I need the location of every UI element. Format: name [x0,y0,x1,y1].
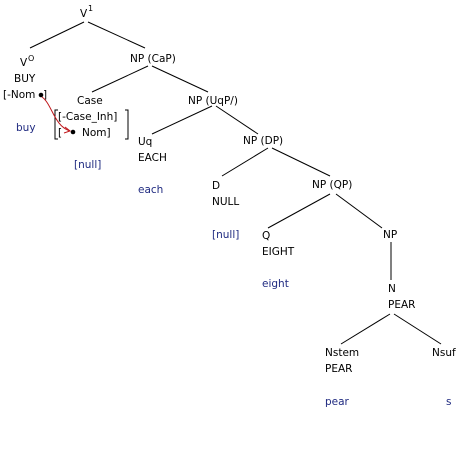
node-d-head: NULL [212,196,239,208]
node-uq-label: Uq [138,136,152,148]
feature-dot-source [38,92,44,98]
node-d-word: [null] [212,229,239,241]
edge-n-nsuf [393,313,442,345]
edge-n-nstem [340,313,391,345]
edge-npcap-case [91,65,149,93]
edge-v1-v0 [29,21,85,49]
edge-npuqp-uq [151,105,213,135]
agreement-arrow-head [63,126,72,134]
node-npdp-label: NP (DP) [243,135,283,147]
node-case-feature-line1: [-Case_Inh] [58,111,117,123]
node-q-label: Q [262,230,270,242]
node-nstem-head: PEAR [325,363,352,375]
node-nsuf-word: s [446,396,451,408]
edge-npdp-d [221,147,269,177]
node-uq-head: EACH [138,152,167,164]
node-case-word: [null] [74,159,101,171]
edge-v1-npcap [87,21,146,49]
node-v0-head: BUY [14,73,36,85]
edge-npdp-npqp [271,147,331,177]
node-n-label: N [388,283,396,295]
node-case-feature-line2-value: Nom] [82,127,111,139]
node-npqp-label: NP (QP) [312,179,352,191]
node-v0-label: V [20,57,28,69]
node-npcap-label: NP (CaP) [130,53,176,65]
node-uq-word: each [138,184,163,196]
node-q-word: eight [262,278,289,290]
node-n-head: PEAR [388,299,415,311]
edge-npcap-npuqp [151,65,209,93]
node-v1-label: V [80,8,88,20]
feature-dot-target [70,129,76,135]
case-feature-bracket-left [54,109,58,140]
node-np-label: NP [383,229,397,241]
node-npuqp-label: NP (UqP/) [188,95,238,107]
agreement-arrow [41,96,71,132]
edge-npqp-q [267,193,331,229]
edge-npqp-np [335,193,383,229]
node-v0-feature: [-Nom [3,89,35,101]
node-v0-bracket-close: ] [43,89,47,101]
edge-npuqp-npdp [215,105,259,135]
node-v0-word: buy [16,122,36,134]
node-q-head: EIGHT [262,246,295,258]
case-feature-bracket-right [125,109,129,140]
node-v1-sup: 1 [88,4,93,13]
node-case-label: Case [77,95,103,107]
node-nstem-word: pear [325,396,350,408]
node-v0-sup: O [28,54,34,63]
node-d-label: D [212,180,220,192]
node-case-feature-line2-open: [ [58,127,62,139]
node-nsuf-label: Nsuf [432,347,456,359]
node-nstem-label: Nstem [325,347,359,359]
